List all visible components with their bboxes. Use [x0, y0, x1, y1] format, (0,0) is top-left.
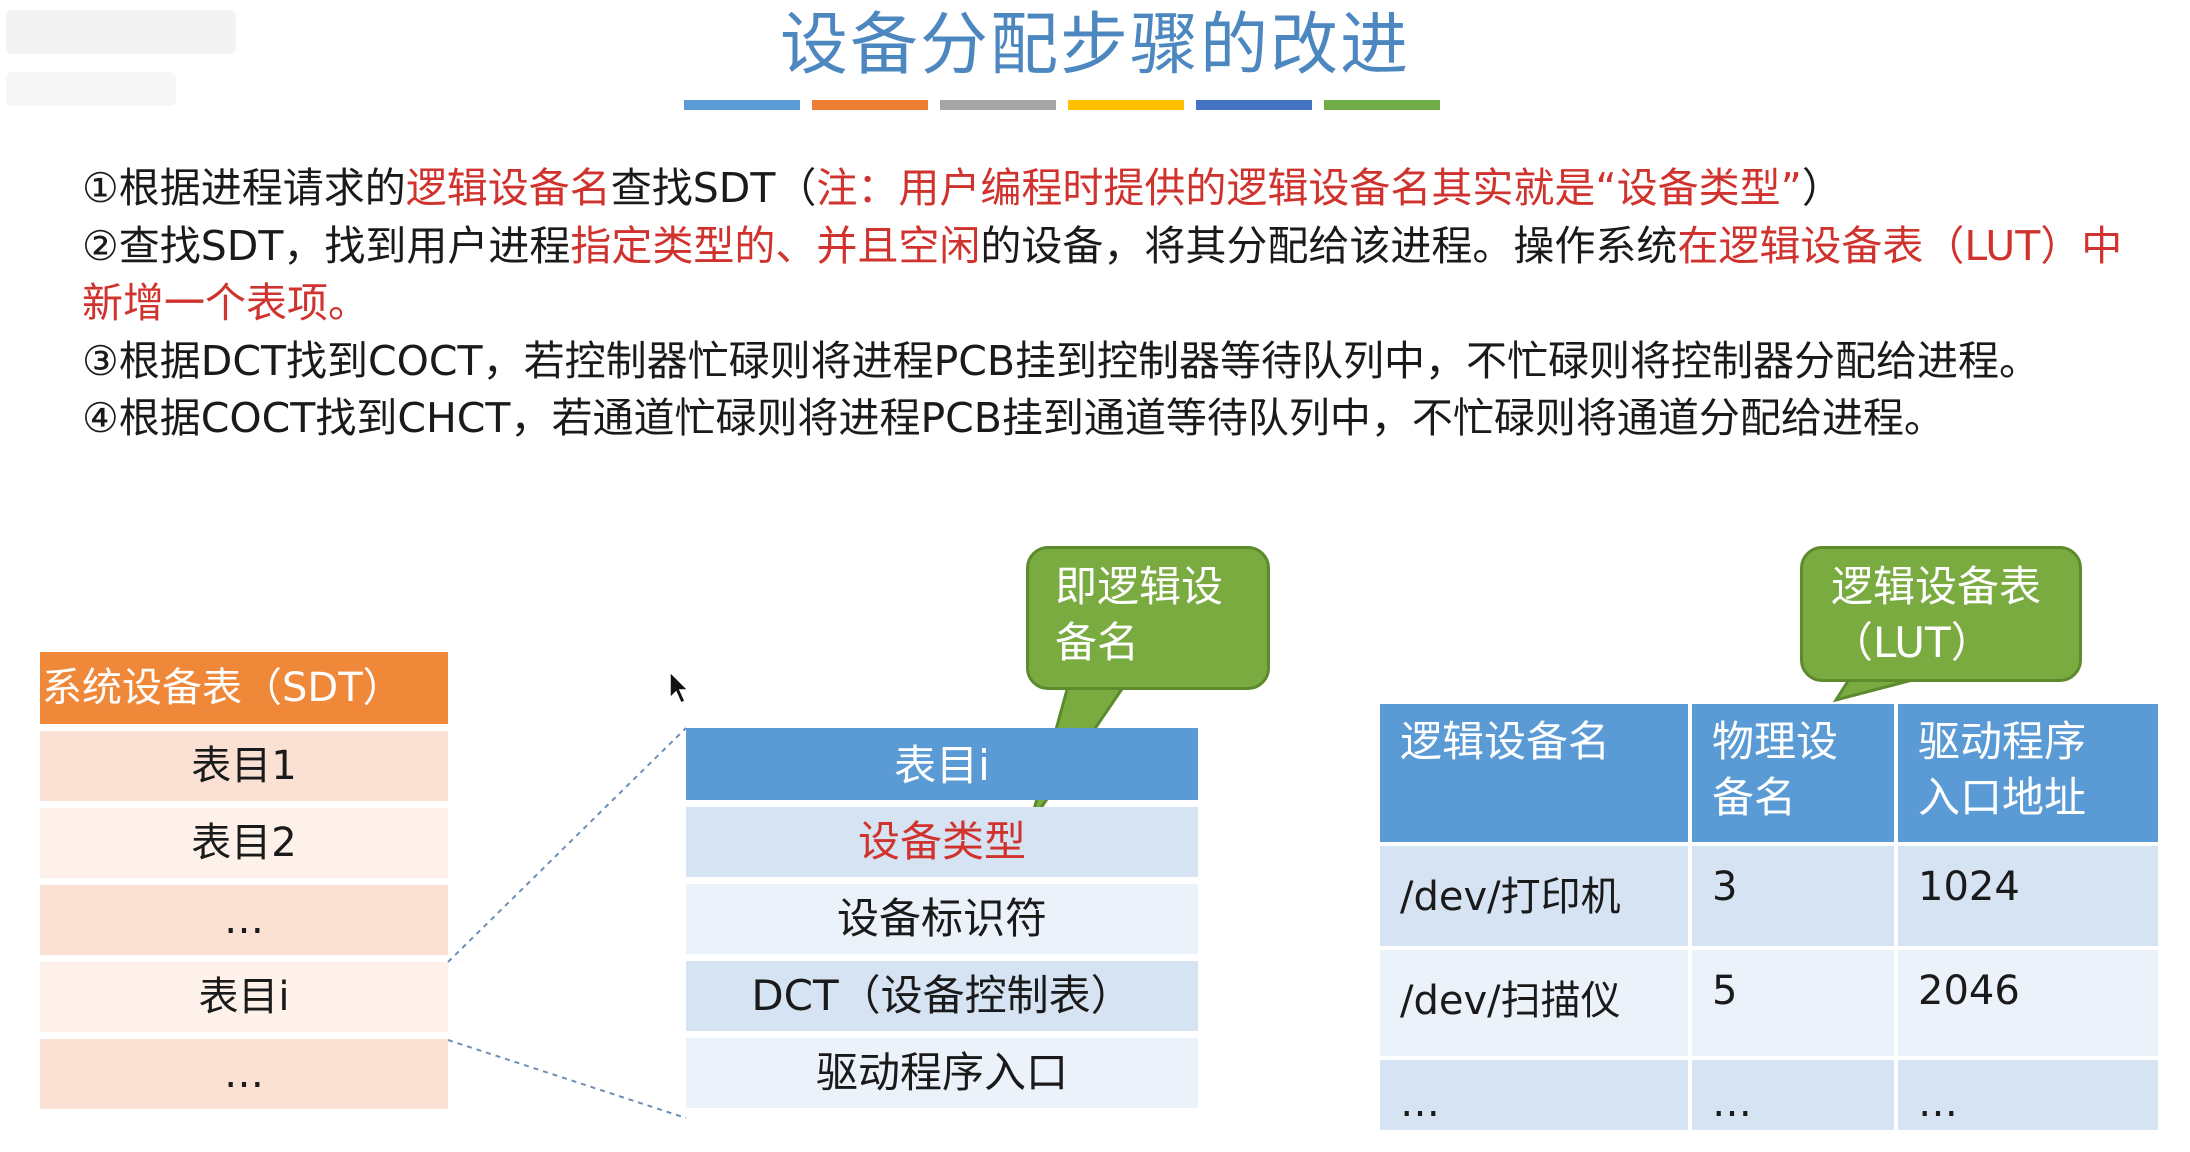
callout-right-text: 逻辑设备表（LUT）: [1831, 562, 2042, 667]
lut-header-row: 逻辑设备名 物理设备名 驱动程序入口地址: [1380, 704, 2158, 846]
step-2-emphasis: 在逻辑设备表（LUT）中新增一个表项。: [82, 221, 2123, 328]
step-1-emphasis: 逻辑设备名: [405, 164, 611, 212]
step-2-part: 的设备，将其分配给该进程。操作系统: [980, 221, 1678, 270]
watermark-logo: [6, 10, 236, 106]
table-row: /dev/扫描仪 5 2046: [1380, 948, 2158, 1060]
sdt-row: 表目1: [40, 731, 448, 801]
callout-lut: 逻辑设备表（LUT）: [1800, 546, 2082, 682]
step-2-part: ②查找SDT，找到用户进程: [82, 221, 571, 270]
step-1-part: ）: [1801, 164, 1843, 212]
lut-cell: /dev/扫描仪: [1380, 948, 1692, 1060]
mouse-cursor-icon: [669, 670, 690, 705]
callout-left-text: 即逻辑设备名: [1055, 562, 1224, 667]
step-2: ②查找SDT，找到用户进程指定类型的、并且空闲的设备，将其分配给该进程。操作系统…: [82, 218, 2142, 333]
title-bar-segment: [1196, 100, 1312, 110]
step-1-part: 查找SDT（: [610, 164, 817, 212]
title-bar-segment: [684, 100, 800, 110]
sdt-row: …: [40, 885, 448, 955]
lut-cell: …: [1380, 1058, 1692, 1134]
step-4: ④根据COCT找到CHCT，若通道忙碌则将进程PCB挂到通道等待队列中，不忙碌则…: [82, 394, 1945, 442]
sdt-header: 系统设备表（SDT）: [40, 652, 448, 724]
lut-header-text: 物理设备名: [1712, 717, 1839, 822]
entry-row-device-type: 设备类型: [686, 807, 1198, 877]
lut-header-cell: 物理设备名: [1690, 704, 1898, 846]
entry-row-driver: 驱动程序入口: [686, 1038, 1198, 1108]
lut-table: 逻辑设备名 物理设备名 驱动程序入口地址 /dev/打印机 3 1024 /de…: [1380, 704, 2158, 1134]
steps-text: ①根据进程请求的逻辑设备名查找SDT（注：用户编程时提供的逻辑设备名其实就是“设…: [82, 160, 2142, 448]
lut-header-cell: 逻辑设备名: [1380, 704, 1692, 846]
table-row: /dev/打印机 3 1024: [1380, 844, 2158, 950]
title-bar-segment: [940, 100, 1056, 110]
lut-header-cell: 驱动程序入口地址: [1896, 704, 2158, 846]
lut-cell: /dev/打印机: [1380, 844, 1692, 950]
entry-header: 表目i: [686, 728, 1198, 800]
entry-row-dct: DCT（设备控制表）: [686, 961, 1198, 1031]
sdt-row: 表目2: [40, 808, 448, 878]
table-row: … … …: [1380, 1058, 2158, 1134]
step-2-emphasis: 指定类型的、并且空闲: [570, 221, 981, 270]
title-bar-segment: [1068, 100, 1184, 110]
sdt-row: 表目i: [40, 962, 448, 1032]
step-1-part: ①根据进程请求的: [82, 164, 406, 212]
lut-header-text: 驱动程序入口地址: [1918, 717, 2087, 822]
title-bar-segment: [812, 100, 928, 110]
title-bar-segment: [1324, 100, 1440, 110]
sdt-table: 系统设备表（SDT） 表目1 表目2 … 表目i …: [40, 652, 448, 1109]
entry-table: 表目i 设备类型 设备标识符 DCT（设备控制表） 驱动程序入口: [686, 728, 1198, 1108]
title-color-bar: [684, 100, 1440, 110]
callout-logical-name: 即逻辑设备名: [1026, 546, 1270, 690]
slide-title: 设备分配步骤的改进: [779, 6, 1410, 85]
step-1: ①根据进程请求的逻辑设备名查找SDT（注：用户编程时提供的逻辑设备名其实就是“设…: [82, 160, 2142, 218]
lut-cell: 5: [1690, 948, 1898, 1060]
step-1-note: 注：用户编程时提供的逻辑设备名其实就是“设备类型”: [816, 164, 1802, 212]
entry-row-device-id: 设备标识符: [686, 884, 1198, 954]
sdt-row: …: [40, 1039, 448, 1109]
lut-cell: 3: [1690, 844, 1898, 950]
step-3: ③根据DCT找到COCT，若控制器忙碌则将进程PCB挂到控制器等待队列中，不忙碌…: [82, 336, 2041, 385]
lut-cell: …: [1896, 1058, 2158, 1134]
lut-cell: 1024: [1896, 844, 2158, 950]
lut-cell: 2046: [1896, 948, 2158, 1060]
lut-cell: …: [1690, 1058, 1898, 1134]
